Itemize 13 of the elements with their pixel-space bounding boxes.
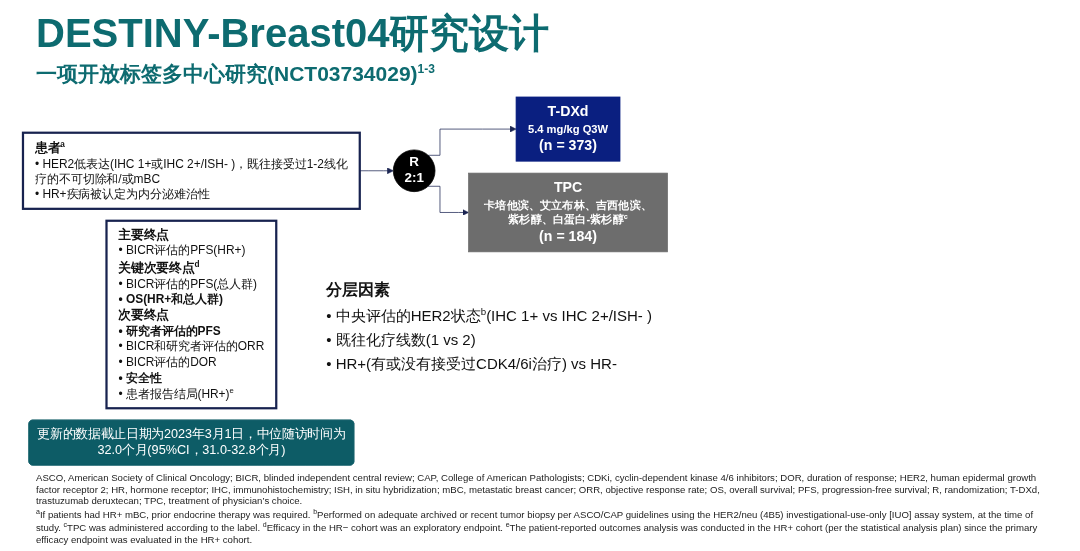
section-heading: 分层因素 bbox=[326, 279, 391, 300]
footnote: ASCO, American Society of Clinical Oncology; BICR, blinded independent central review; CAP, College of American Pathologists; CDKi, cyclin-dependent kinase 4/6 inhibitors; DOR, duration of response; HER2, human epidermal growth factor receptor 2; HR, hormone receptor; IHC, immunohistochemistry; ISH, in situ hybridization; mBC, metastatic breast cancer; ORR, objective response rate; OS, overall survival; PFS, progression-free survival; R, randomization; T-DXd, trastuzumab deruxtecan; TPC, treatment of physician’s choice. bbox=[36, 472, 1041, 508]
node-circle: R 2:1 bbox=[392, 149, 436, 193]
list-item: • HR+(有或没有接受过CDK4/6i治疗) vs HR- bbox=[326, 353, 617, 374]
node-box: T-DXd 5.4 mg/kg Q3W (n = 373) bbox=[515, 96, 621, 162]
subtitle: 一项开放标签多中心研究(NCT03734029)$^{1-3}$ bbox=[36, 61, 435, 87]
title: DESTINY-Breast04研究设计 bbox=[36, 10, 550, 56]
node-box: TPC 卡培他滨、艾立布林、吉西他滨、紫杉醇、白蛋白-紫杉醇$^{c}$ (n = 184) bbox=[468, 172, 668, 253]
list-item: • 既往化疗线数(1 vs 2) bbox=[326, 329, 476, 350]
list-item: • 中央评估的HER2状态$^{b}$(IHC 1+ vs IHC 2+/ISH- ) bbox=[326, 304, 652, 326]
node-box: 患者$^{a}$ • HER2低表达(IHC 1+或IHC 2+/ISH- )，既往接受过1-2线化疗的不可切除和/或mBC • HR+疾病被认定为内分泌难治性 bbox=[21, 131, 361, 210]
footnote: $^{a}$If patients had HR+ mBC, prior endocrine therapy was required. $^{b}$Performed on adequate archived or recent tumor biopsy per ASCO/CAP guidelines using the HER2/neu (4B5) investigational-use-only [IUO] assay system, at the time of study. $^{c}$TPC was administered according to the label. $^{d}$Efficacy in the HR− cohort was an exploratory endpoint. $^{e}$The patient-reported outcomes analysis was conducted in the HR+ cohort (per the statistical analysis plan) since the primary efficacy endpoint was evaluated in the HR+ cohort. bbox=[36, 508, 1039, 546]
node-box: 主要终点 • BICR评估的PFS(HR+) 关键次要终点$^{d}$ • BICR评估的PFS(总人群) • OS(HR+和总人群) 次要终点 • 研究者评估的PFS • BICR和研究者评估的ORR • BICR评估的DOR • 安全性 • 患者报告结局(HR+)$^{e}$ bbox=[105, 219, 278, 410]
